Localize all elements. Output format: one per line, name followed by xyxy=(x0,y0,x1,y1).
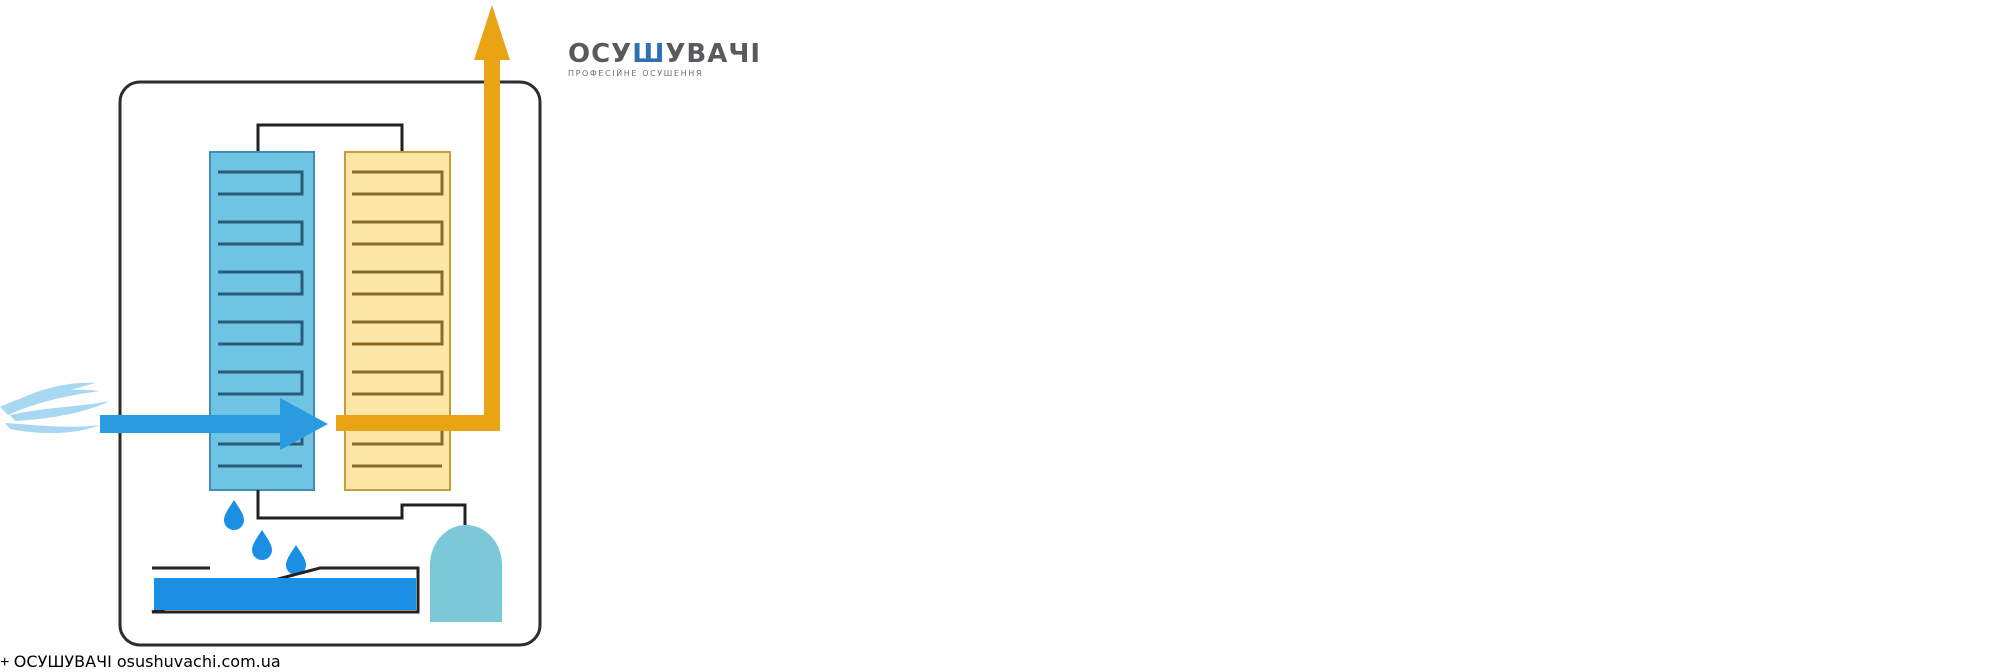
brand-seal: ОСУШУВАЧІ osushuvachi.com.ua xyxy=(13,652,281,671)
humid-air-inflow xyxy=(100,415,286,433)
humid-air-arrowhead xyxy=(280,398,328,450)
condenser-tubes xyxy=(352,170,444,468)
water-in-tray xyxy=(154,578,416,610)
air-wisp-icon xyxy=(0,382,110,434)
panel-condensing-dehumidifier xyxy=(0,5,542,647)
logo-tagline: ПРОФЕСІЙНЕ ОСУШЕННЯ xyxy=(568,69,703,78)
dry-warm-air-path xyxy=(336,55,500,431)
unit-casing: + xyxy=(0,654,14,671)
regeneration-air-loop: + xyxy=(0,654,14,671)
heater-line-branch: + xyxy=(0,654,14,671)
dry-warm-air-arrowhead xyxy=(474,5,510,60)
evaporator-tubes xyxy=(218,170,304,468)
heater-element: + xyxy=(0,654,14,671)
seal-bottom-text: osushuvachi.com.ua xyxy=(116,652,281,671)
dehumidifier-principles-diagram: + xyxy=(0,5,762,671)
heater-plus-sign: + xyxy=(0,654,10,671)
seal-top-text: ОСУШУВАЧІ xyxy=(13,652,112,671)
panel-adsorption-dehumidifier: + xyxy=(0,654,14,671)
adsorber-column: + xyxy=(0,654,14,671)
adsorber-column: + xyxy=(0,654,14,671)
collection-tank xyxy=(430,525,502,622)
logo-wordmark: ОСУШУВАЧІ xyxy=(568,39,762,69)
brand-logo: ОСУШУВАЧІ ПРОФЕСІЙНЕ ОСУШЕННЯ xyxy=(568,39,762,78)
heater-line: + xyxy=(0,654,14,671)
refrigerant-pipe xyxy=(256,123,404,152)
heater-unit: + xyxy=(0,654,14,671)
adsorber-column: + xyxy=(0,654,14,671)
drain-line xyxy=(256,490,467,525)
